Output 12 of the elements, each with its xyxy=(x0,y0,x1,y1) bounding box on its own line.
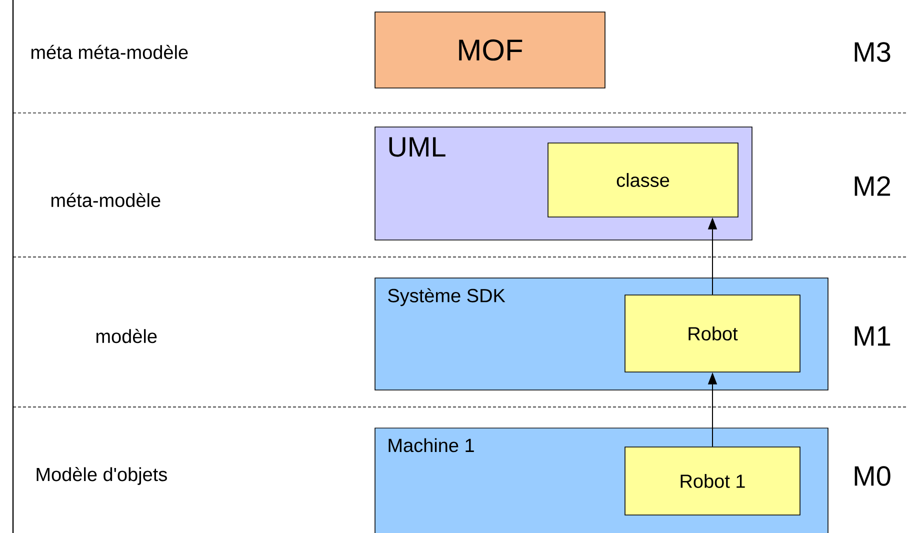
layer-label: méta méta-modèle xyxy=(31,44,188,60)
level-label: M1 xyxy=(854,326,890,346)
level-label: M3 xyxy=(854,42,890,62)
level-label: M2 xyxy=(854,176,890,196)
level-label: M0 xyxy=(854,466,890,486)
class-box: classe xyxy=(548,142,738,218)
class-box: Robot xyxy=(624,294,800,372)
layer-label: modèle xyxy=(96,328,157,344)
layer-label: Modèle d'objets xyxy=(36,467,167,485)
layer-label: méta-modèle xyxy=(51,192,160,208)
object-box: Robot 1 xyxy=(624,446,800,516)
model-box: MOF xyxy=(374,12,606,88)
